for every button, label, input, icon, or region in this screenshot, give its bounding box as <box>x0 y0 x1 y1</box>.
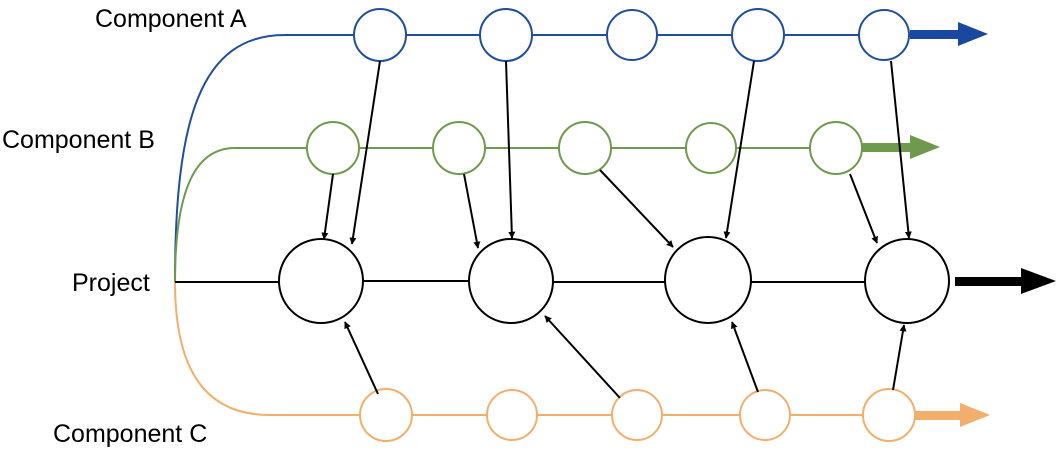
component-c-arrow <box>915 403 990 427</box>
component-b-arrow <box>862 135 940 159</box>
dependency-arrows <box>321 60 912 399</box>
dependency-arrow <box>349 60 381 245</box>
component-c-branch <box>174 281 360 416</box>
dependency-arrow <box>544 315 621 399</box>
component-b-node <box>685 122 737 174</box>
component-a-node <box>479 8 533 62</box>
component-b-branch <box>174 147 307 283</box>
project-label: Project <box>72 269 150 297</box>
component-a-label: Component A <box>95 5 247 33</box>
dependency-arrow <box>892 324 907 391</box>
dependency-arrow <box>599 169 674 248</box>
project-arrow <box>955 268 1056 294</box>
component-b-label: Component B <box>2 126 155 154</box>
dependency-arrow <box>890 60 912 239</box>
dependency-arrow <box>505 60 516 239</box>
component-a-track <box>353 8 910 62</box>
component-a-node <box>858 9 910 61</box>
project-node <box>664 236 752 324</box>
component-c-node <box>611 389 663 441</box>
component-c-node <box>486 389 538 441</box>
project-node <box>864 238 950 324</box>
dependency-arrow <box>723 60 755 239</box>
component-b-node <box>432 121 486 175</box>
component-a-branch <box>174 34 355 283</box>
project-node <box>468 238 554 324</box>
component-a-node <box>606 9 658 61</box>
project-track <box>278 236 950 324</box>
component-c-node <box>359 388 413 442</box>
component-c-node <box>862 388 916 442</box>
component-b-node <box>558 121 612 175</box>
component-b-track <box>306 121 863 175</box>
component-c-node <box>739 389 791 441</box>
dependency-arrow <box>321 173 334 240</box>
dependency-arrow <box>730 321 759 393</box>
project-node <box>278 238 364 324</box>
component-c-track <box>359 388 916 442</box>
component-a-node <box>353 8 407 62</box>
component-c-label: Component C <box>53 420 207 448</box>
component-a-node <box>731 8 785 62</box>
dependency-arrow <box>849 173 878 244</box>
component-b-node <box>809 121 863 175</box>
component-b-node <box>306 121 360 175</box>
dependency-arrow <box>463 173 481 249</box>
component-a-arrow <box>910 22 988 46</box>
dependency-arrow <box>344 321 379 395</box>
